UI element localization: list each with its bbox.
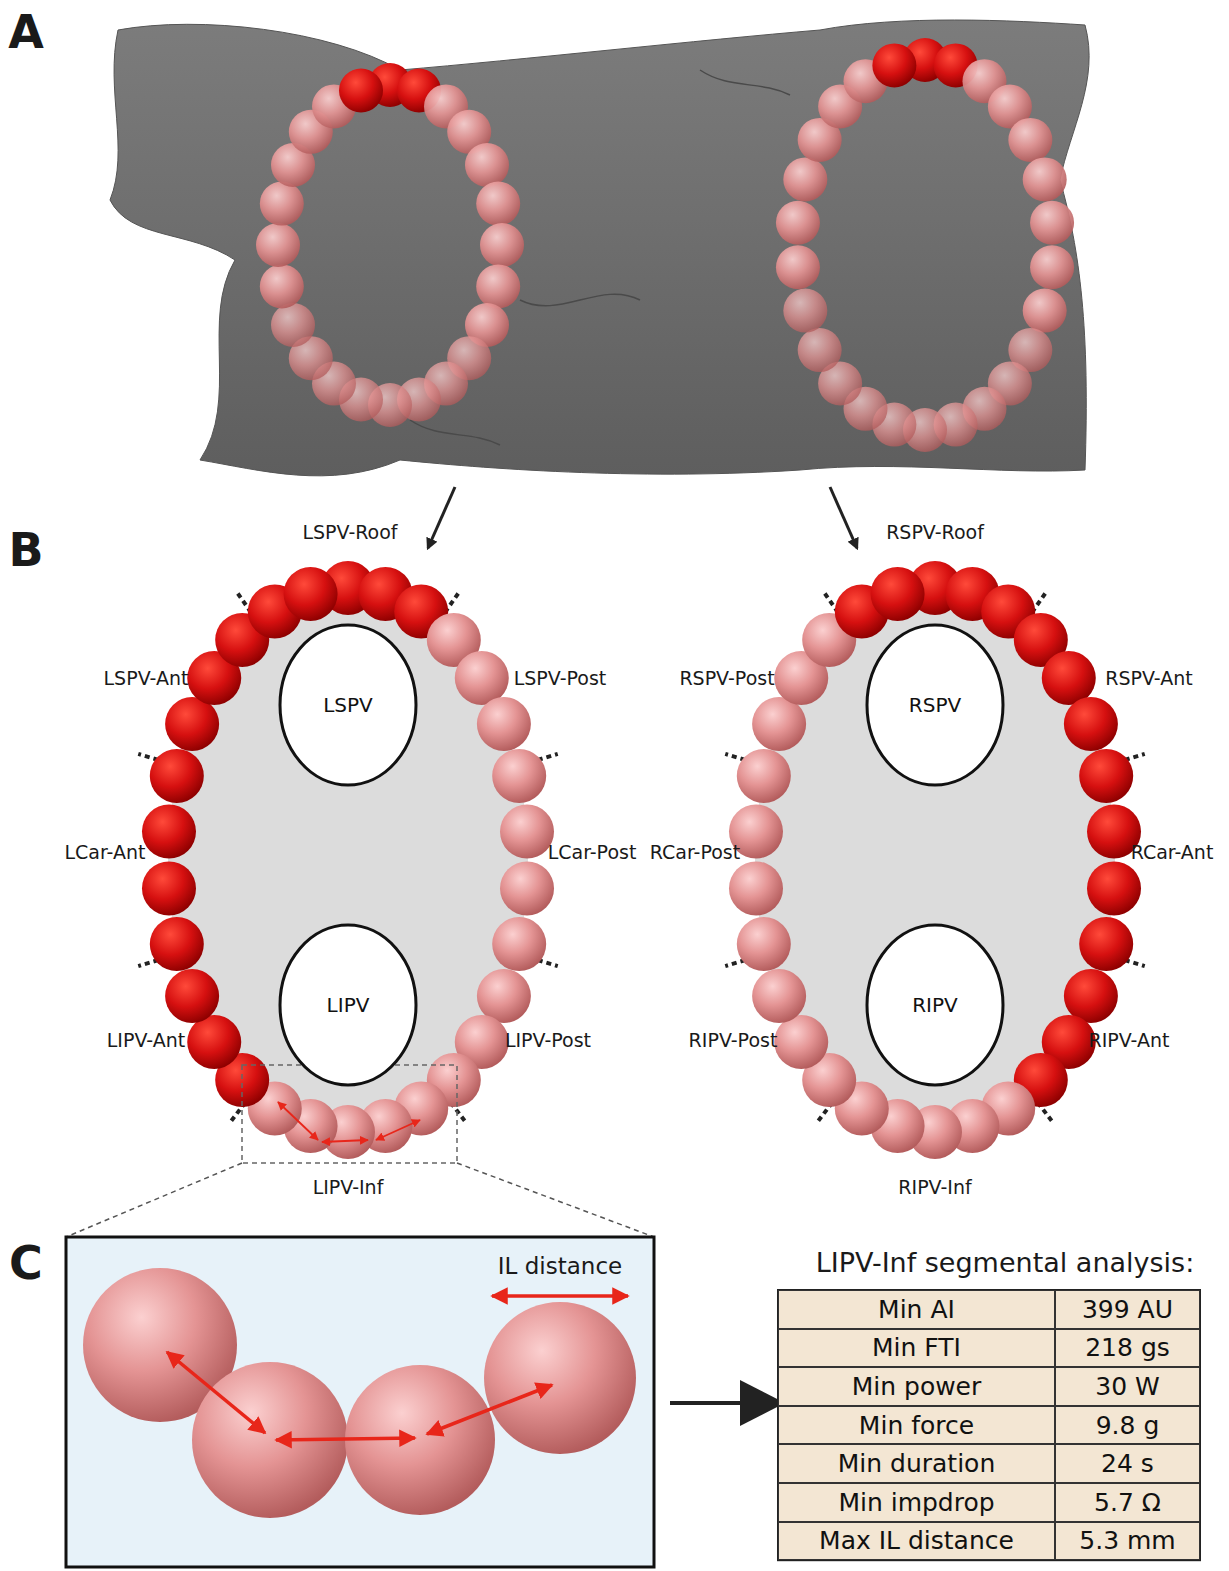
segment-label: RSPV-Roof	[886, 521, 984, 543]
segment-label: LCar-Post	[548, 841, 637, 863]
lesion-area	[755, 588, 1115, 1132]
segment-label: RIPV-Inf	[898, 1176, 971, 1198]
zoom-panel	[66, 1237, 654, 1567]
table-cell: Min duration	[778, 1444, 1055, 1483]
table-cell: Min power	[778, 1367, 1055, 1406]
segment-label: RCar-Ant	[1131, 841, 1214, 863]
vein-ostium: RIPV	[865, 923, 1005, 1087]
table-cell: 9.8 g	[1055, 1406, 1200, 1445]
table-cell: Min AI	[778, 1290, 1055, 1329]
segment-label: RIPV-Ant	[1088, 1029, 1169, 1051]
segment-label: RSPV-Ant	[1105, 667, 1193, 689]
table-cell: 5.3 mm	[1055, 1522, 1200, 1561]
lesion-area	[168, 588, 528, 1132]
vein-name: RIPV	[865, 923, 1005, 1087]
segment-label: LIPV-Inf	[313, 1176, 384, 1198]
panel-letter: A	[8, 5, 44, 59]
table-title: LIPV-Inf segmental analysis:	[816, 1247, 1195, 1278]
segment-label: LSPV-Post	[514, 667, 607, 689]
zoom-line	[66, 1163, 242, 1237]
segment-label: LCar-Ant	[64, 841, 145, 863]
segment-boundary	[138, 591, 1144, 1122]
inter-lesion-arrows	[167, 1296, 628, 1440]
table-cell: 24 s	[1055, 1444, 1200, 1483]
panel-arrow	[428, 487, 455, 548]
table-cell: 5.7 Ω	[1055, 1483, 1200, 1522]
vein-name: LIPV	[278, 923, 418, 1087]
table-cell: 399 AU	[1055, 1290, 1200, 1329]
panel-arrow	[830, 487, 857, 548]
atrium-shape	[110, 20, 1089, 476]
distance-label: IL distance	[498, 1253, 622, 1279]
zoom-spheres	[83, 1268, 636, 1518]
segment-label: RIPV-Post	[689, 1029, 778, 1051]
panel-letter: C	[9, 1236, 43, 1290]
ablation-ring	[142, 561, 1141, 1159]
segment-label: LSPV-Ant	[104, 667, 189, 689]
table-cell: Min impdrop	[778, 1483, 1055, 1522]
table-border	[778, 1290, 1200, 1560]
table-cell: 30 W	[1055, 1367, 1200, 1406]
vein-ostium: LIPV	[278, 923, 418, 1087]
vein-name: RSPV	[865, 623, 1005, 787]
panel-letter: B	[8, 523, 43, 577]
vein-ostium: LSPV	[278, 623, 418, 787]
result-arrow	[670, 1401, 745, 1405]
table-cell: Max IL distance	[778, 1522, 1055, 1561]
segment-label: LIPV-Post	[505, 1029, 591, 1051]
inter-lesion-arrows	[278, 1102, 420, 1142]
atrium-fold	[410, 70, 790, 445]
table-cell: Min FTI	[778, 1329, 1055, 1368]
zoom-line	[457, 1163, 654, 1237]
vein-name: LSPV	[278, 623, 418, 787]
table-cell: Min force	[778, 1406, 1055, 1445]
table-cell: 218 gs	[1055, 1329, 1200, 1368]
segment-label: LIPV-Ant	[107, 1029, 185, 1051]
segment-label: RSPV-Post	[679, 667, 774, 689]
vein-ostium: RSPV	[865, 623, 1005, 787]
segment-label: LSPV-Roof	[302, 521, 397, 543]
ablation-ring-3d	[256, 38, 1074, 452]
segment-label: RCar-Post	[650, 841, 740, 863]
